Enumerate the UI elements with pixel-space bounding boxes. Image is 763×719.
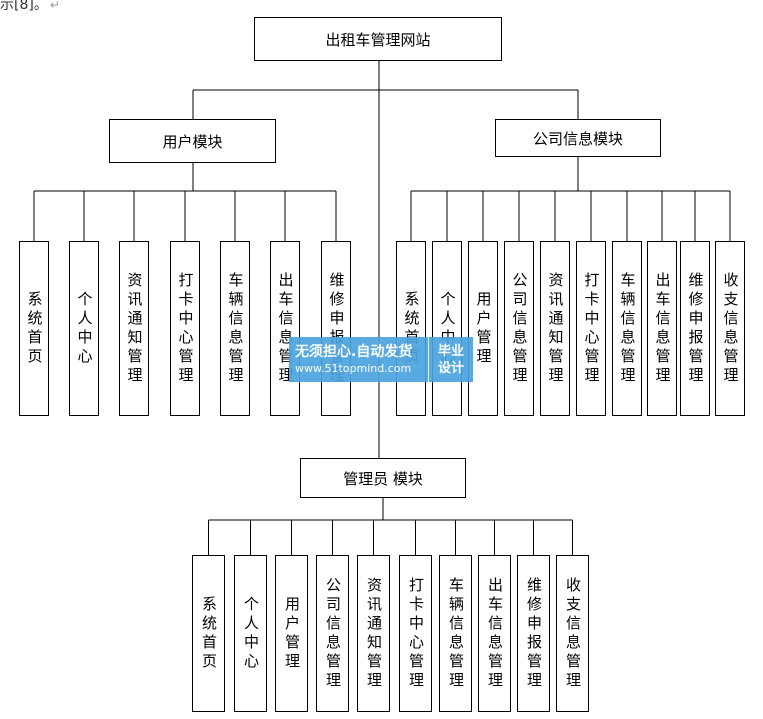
company-leaf-label: 车辆信息管理 <box>618 271 637 386</box>
company-leaf-node: 公司信息管理 <box>504 241 534 416</box>
company-leaf-node: 个人中心 <box>432 241 462 416</box>
admin-leaf-label: 系统首页 <box>200 595 218 672</box>
user-leaf-node: 资讯通知管理 <box>119 241 149 416</box>
company-leaf-label: 出车信息管理 <box>653 271 672 386</box>
user-leaf-node: 维修申报管理 <box>321 241 351 416</box>
admin-leaf-node: 出车信息管理 <box>478 555 511 712</box>
company-leaf-label: 用户管理 <box>474 290 493 367</box>
company-leaf-node: 打卡中心管理 <box>576 241 606 416</box>
company-leaf-label: 资讯通知管理 <box>546 271 565 386</box>
user-leaf-node: 打卡中心管理 <box>170 241 200 416</box>
user-leaf-node: 车辆信息管理 <box>220 241 250 416</box>
watermark-tag2: 设计 <box>437 360 464 376</box>
admin-leaf-label: 出车信息管理 <box>486 576 504 691</box>
user-leaf-label: 个人中心 <box>75 290 94 367</box>
user-leaf-node: 个人中心 <box>69 241 99 416</box>
admin-leaf-label: 车辆信息管理 <box>447 576 465 691</box>
watermark-line1: 无须担心.自动发货 <box>295 343 413 360</box>
admin-leaf-label: 打卡中心管理 <box>407 576 425 691</box>
text-fragment: 示[8]。↵ <box>0 0 60 14</box>
admin-leaf-node: 车辆信息管理 <box>439 555 472 712</box>
admin-leaf-node: 打卡中心管理 <box>399 555 432 712</box>
company-module-label: 公司信息模块 <box>532 129 623 148</box>
user-leaf-label: 资讯通知管理 <box>125 271 144 386</box>
watermark-tag1: 毕业 <box>437 343 464 359</box>
admin-leaf-node: 公司信息管理 <box>316 555 349 712</box>
admin-leaf-label: 用户管理 <box>283 595 301 672</box>
company-leaf-label: 公司信息管理 <box>510 271 529 386</box>
company-leaf-node: 收支信息管理 <box>715 241 745 416</box>
user-module-node: 用户模块 <box>109 119 276 163</box>
watermark-banner: 无须担心.自动发货 www.51topmind.com 毕业 设计 <box>289 337 473 382</box>
user-leaf-label: 系统首页 <box>25 290 44 367</box>
admin-leaf-node: 收支信息管理 <box>556 555 589 712</box>
paragraph-mark-icon: ↵ <box>49 0 60 12</box>
admin-leaf-node: 用户管理 <box>275 555 308 712</box>
admin-leaf-label: 个人中心 <box>242 595 260 672</box>
admin-leaf-node: 资讯通知管理 <box>357 555 390 712</box>
user-leaf-node: 出车信息管理 <box>270 241 300 416</box>
company-leaf-node: 用户管理 <box>468 241 498 416</box>
admin-module-label: 管理员 模块 <box>343 469 423 488</box>
admin-leaf-node: 系统首页 <box>192 555 225 712</box>
admin-leaf-label: 资讯通知管理 <box>365 576 383 691</box>
admin-leaf-label: 公司信息管理 <box>324 576 342 691</box>
user-leaf-node: 系统首页 <box>19 241 49 416</box>
admin-leaf-node: 个人中心 <box>234 555 267 712</box>
company-leaf-node: 车辆信息管理 <box>612 241 642 416</box>
company-leaf-node: 维修申报管理 <box>680 241 710 416</box>
admin-leaf-label: 收支信息管理 <box>564 576 582 691</box>
admin-leaf-node: 维修申报管理 <box>517 555 550 712</box>
company-leaf-label: 打卡中心管理 <box>582 271 601 386</box>
company-leaf-label: 收支信息管理 <box>721 271 740 386</box>
fragment-text: 示[8]。 <box>0 0 48 13</box>
root-label: 出租车管理网站 <box>325 30 431 49</box>
company-leaf-label: 维修申报管理 <box>686 271 705 386</box>
company-module-node: 公司信息模块 <box>495 119 661 157</box>
user-module-label: 用户模块 <box>162 132 223 151</box>
admin-leaf-label: 维修申报管理 <box>525 576 543 691</box>
user-leaf-label: 打卡中心管理 <box>176 271 195 386</box>
company-leaf-node: 系统首页 <box>396 241 426 416</box>
user-leaf-label: 车辆信息管理 <box>226 271 245 386</box>
company-leaf-node: 资讯通知管理 <box>540 241 570 416</box>
root-node: 出租车管理网站 <box>254 17 502 61</box>
watermark-line2: www.51topmind.com <box>295 361 412 375</box>
admin-module-node: 管理员 模块 <box>300 458 466 498</box>
company-leaf-node: 出车信息管理 <box>647 241 677 416</box>
